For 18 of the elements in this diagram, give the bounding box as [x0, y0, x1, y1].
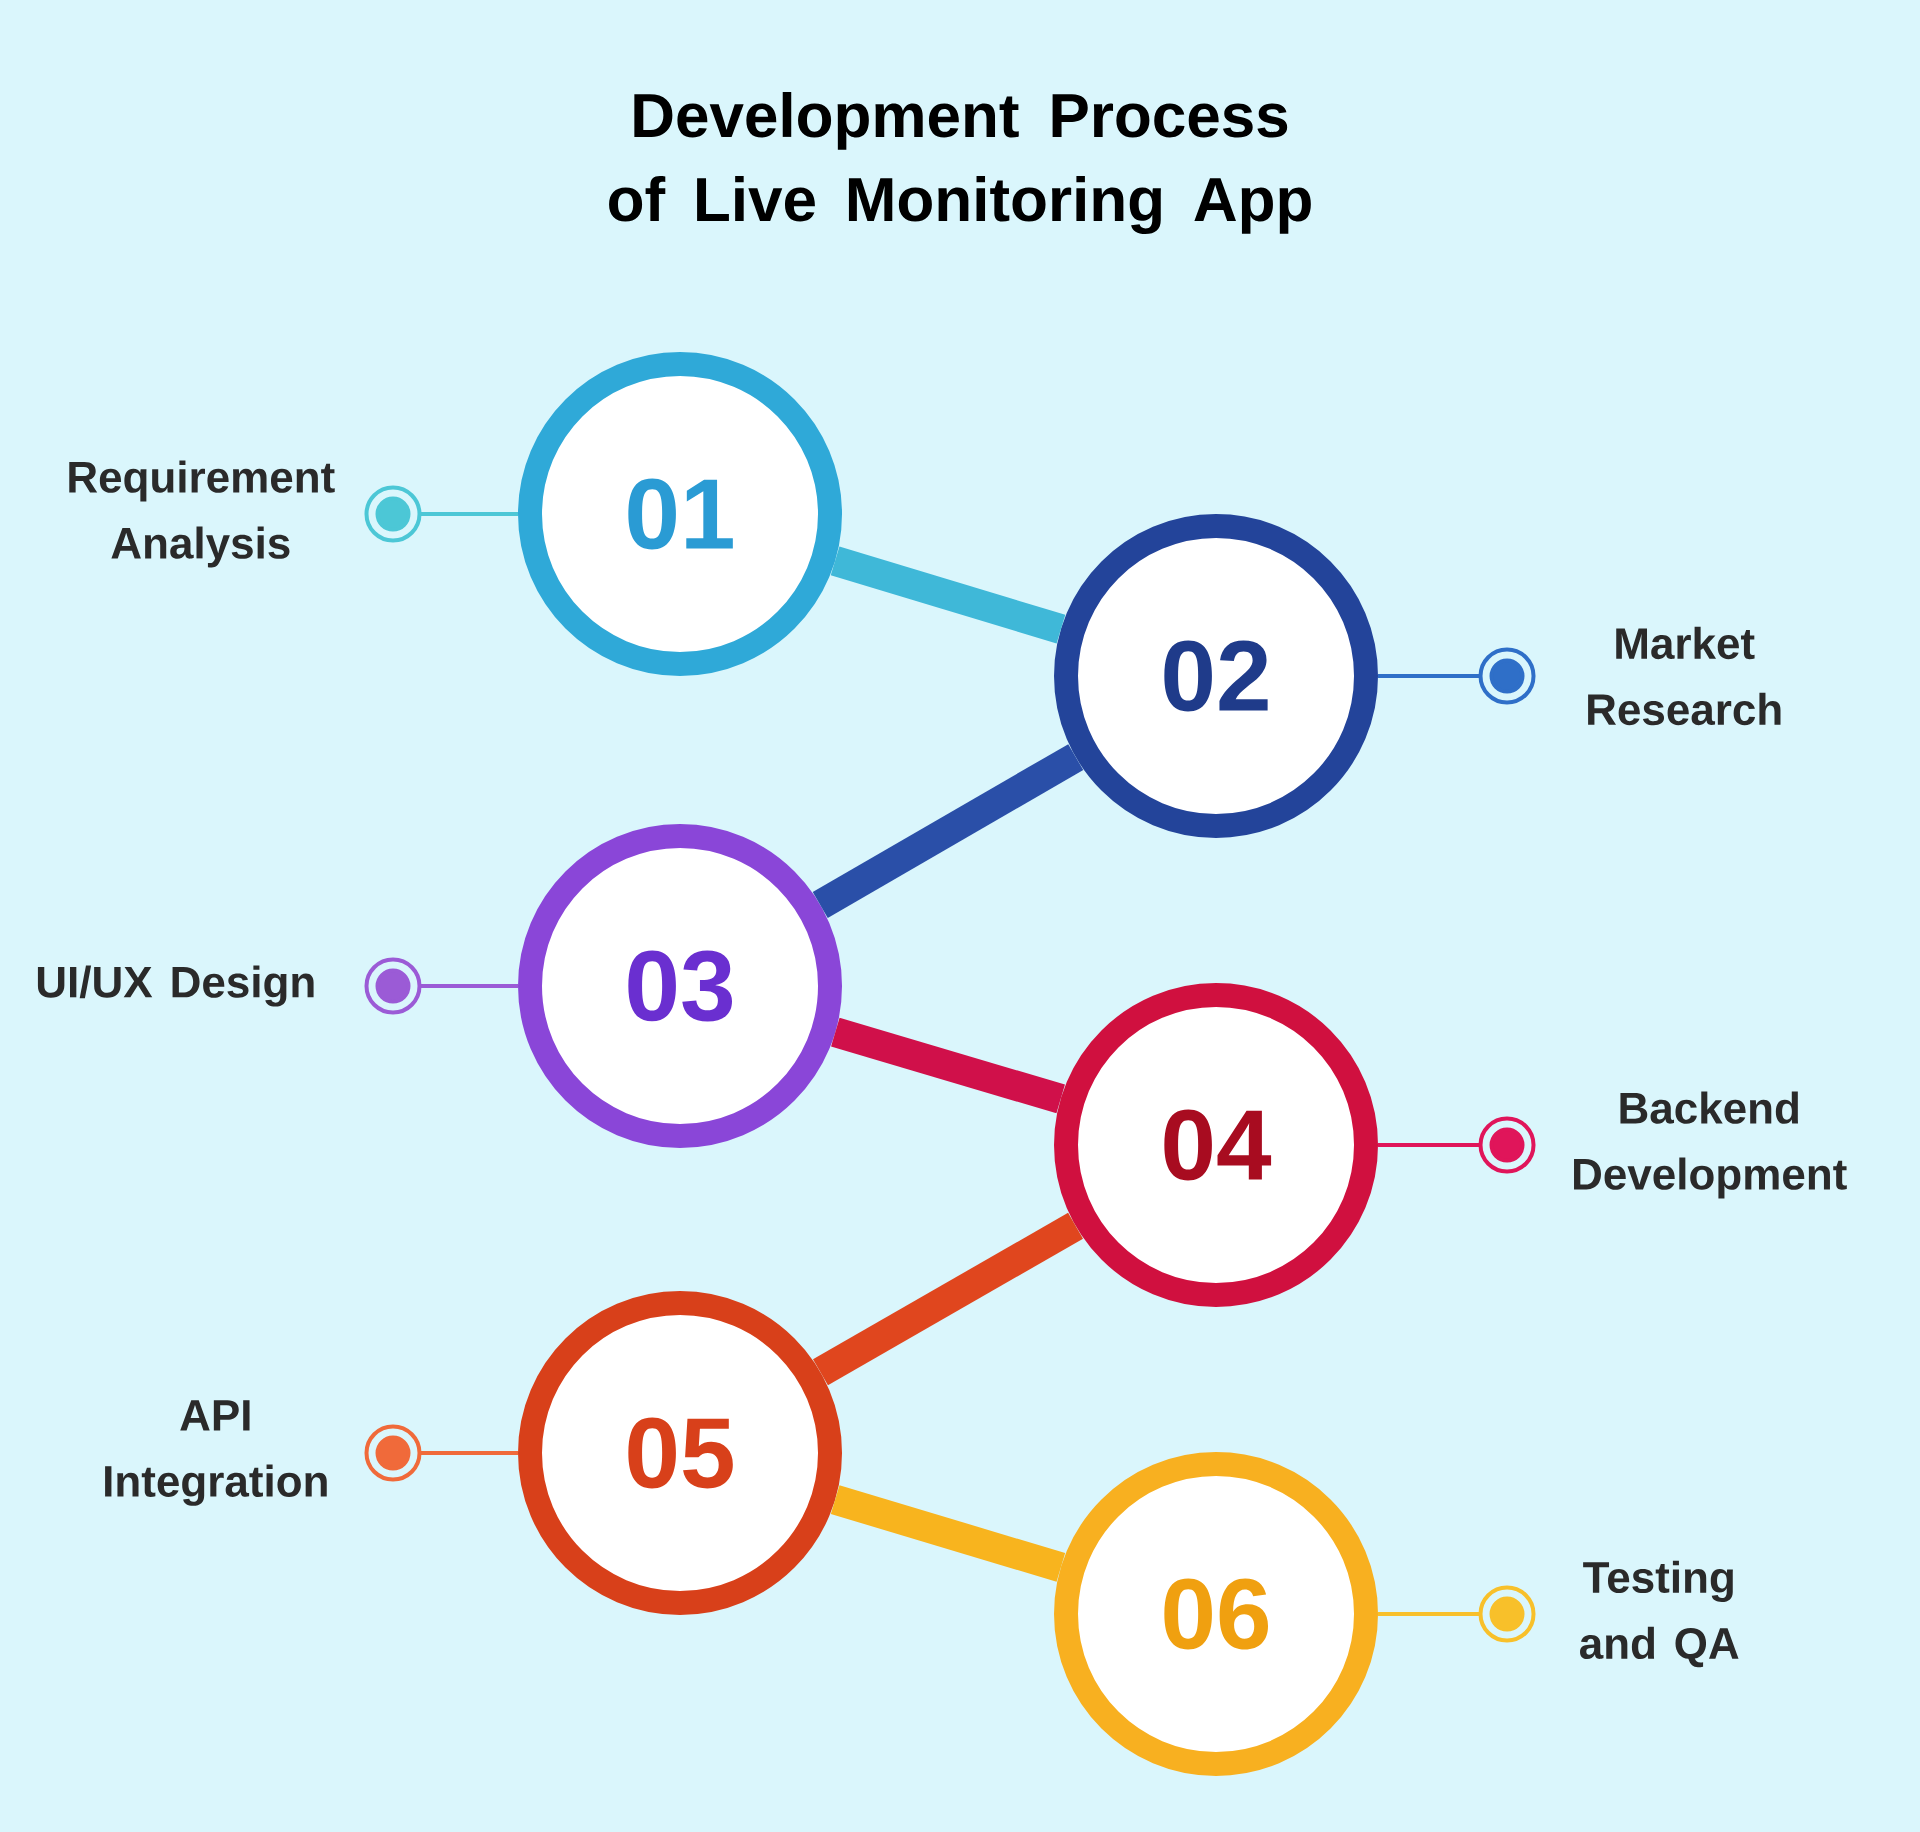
connector-bar: [830, 1485, 1066, 1582]
leader-line: [364, 957, 518, 1015]
step-label: UI/UX Design: [37, 965, 314, 1007]
step-label: Backend Development: [1574, 1091, 1847, 1199]
leader-line: [1378, 647, 1536, 705]
connector-bar: [813, 1212, 1083, 1386]
step-label: Requirement Analysis: [69, 460, 335, 568]
leader-line: [364, 485, 518, 543]
step-label: Market Research: [1588, 626, 1781, 726]
step-label: Testing and QA: [1580, 1560, 1739, 1668]
step-label: API Integration: [105, 1400, 327, 1506]
title: Development Process of Live Monitoring App: [609, 92, 1311, 235]
leader-line: [1378, 1585, 1536, 1643]
leader-line: [1378, 1116, 1536, 1174]
connector-bar: [830, 546, 1066, 644]
leader-line: [364, 1424, 518, 1482]
connector-bar: [812, 744, 1084, 918]
connector-bar: [831, 1017, 1065, 1114]
